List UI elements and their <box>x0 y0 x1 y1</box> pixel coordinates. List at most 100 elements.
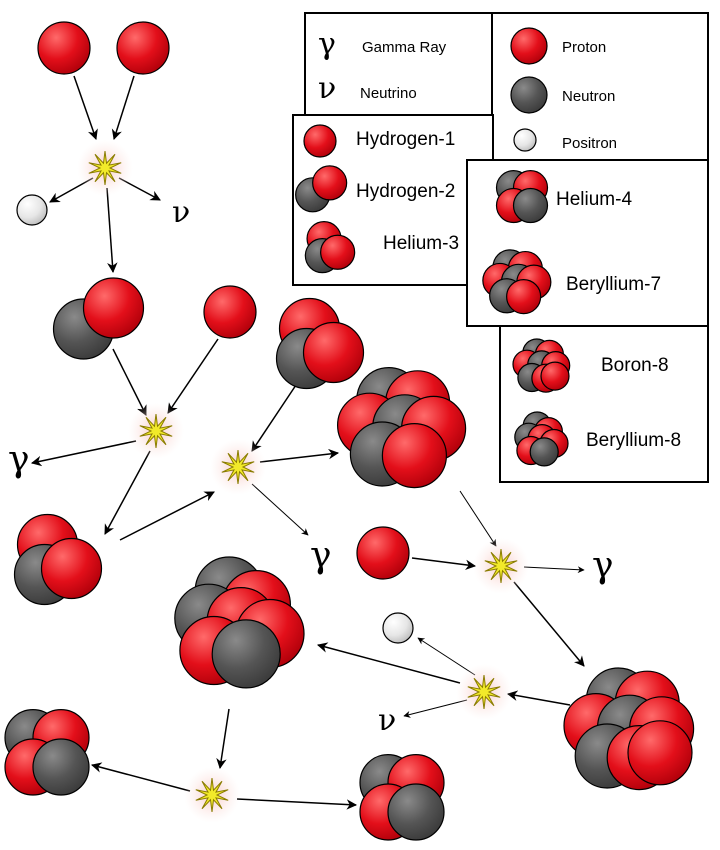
arrow-boron8-to-flash5 <box>506 690 571 706</box>
proton-input-a <box>37 21 91 75</box>
flash-star <box>221 449 255 485</box>
proton <box>37 21 91 75</box>
legend-beryllium8 <box>514 411 569 467</box>
legend-helium4-label: Helium-4 <box>556 189 632 210</box>
arrow-flash4-to-gamma <box>523 566 585 574</box>
arrow-beryllium8-to-flash6 <box>216 708 230 770</box>
legend-helium3 <box>304 221 356 274</box>
fusion-flash-2 <box>128 403 184 459</box>
proton <box>381 423 447 489</box>
proton <box>116 21 170 75</box>
legend-beryllium7 <box>482 249 552 315</box>
beryllium8-product <box>174 556 305 689</box>
legend-hydrogen1-label: Hydrogen-1 <box>356 129 455 150</box>
arrow-flash6-to-helium4-left <box>90 762 191 792</box>
legend-box-symbols <box>304 12 493 116</box>
proton <box>320 234 356 270</box>
neutron <box>211 619 281 689</box>
flash-star <box>484 548 518 584</box>
arrow-flash5-to-positron <box>417 637 476 676</box>
arrow-flash3-to-gamma <box>251 483 309 536</box>
diagram-symbols: ν γ γ γ ν <box>8 195 614 738</box>
gamma-symbol-right: γ <box>592 545 614 586</box>
legend-helium3-label: Helium-3 <box>383 233 459 254</box>
legend-beryllium7-label: Beryllium-7 <box>566 274 661 295</box>
positron-emitted-2 <box>382 612 414 644</box>
legend-boron8-label: Boron-8 <box>601 355 669 376</box>
legend-hydrogen2 <box>295 165 348 213</box>
legend-neutron-label: Neutron <box>562 88 615 105</box>
arrow-hydrogen2-to-flash2 <box>112 348 147 416</box>
gamma-symbol-left: γ <box>8 439 30 480</box>
hydrogen2-product <box>52 277 145 360</box>
positron <box>382 612 414 644</box>
legend-hydrogen2-label: Hydrogen-2 <box>356 181 455 202</box>
arrow-flash2-to-helium3 <box>104 450 151 535</box>
flash-star <box>88 150 122 186</box>
proton <box>203 285 257 339</box>
proton <box>627 720 693 786</box>
particles <box>4 21 695 841</box>
arrow-flash3-to-beryllium7 <box>259 448 340 463</box>
helium3-product-left <box>13 513 103 606</box>
arrow-flash2-to-gamma <box>30 440 137 467</box>
positron <box>513 128 537 152</box>
fusion-flash-6 <box>184 767 240 823</box>
legend-neutrino-label: Neutrino <box>360 85 417 102</box>
proton <box>40 537 103 600</box>
proton <box>303 124 337 158</box>
proton <box>540 361 570 391</box>
helium3-product-top <box>275 297 365 390</box>
proton-input-c <box>203 285 257 339</box>
flash-star <box>139 413 173 449</box>
fusion-flash-1 <box>77 140 133 196</box>
arrow-flash1-to-hydrogen2 <box>106 187 118 274</box>
helium4-product-right <box>359 753 445 841</box>
arrow-flash5-to-neutrino <box>403 699 468 718</box>
fusion-events <box>77 140 529 823</box>
proton-input-b <box>116 21 170 75</box>
legend-boron8 <box>512 338 571 393</box>
neutron <box>32 738 90 796</box>
proton <box>506 279 542 315</box>
arrow-flash4-to-boron8 <box>513 581 585 667</box>
neutrino-symbol-first: ν <box>172 195 190 230</box>
legend-hydrogen1 <box>303 124 337 158</box>
reaction-arrows <box>30 75 585 810</box>
legend-beryllium8-label: Beryllium-8 <box>586 430 681 451</box>
proton <box>82 277 145 339</box>
arrow-proton-c-to-flash2 <box>167 338 219 414</box>
positron-emitted-1 <box>16 194 48 226</box>
legend-gamma-label: Gamma Ray <box>362 39 447 56</box>
neutron <box>529 437 559 467</box>
legend-positron-label: Positron <box>562 135 617 152</box>
legend-helium4 <box>495 170 549 224</box>
legend-neutrino-symbol: ν <box>318 71 336 106</box>
arrow-proton-a-to-flash <box>73 75 98 140</box>
flash-star <box>467 674 501 710</box>
arrow-beryllium7-to-flash4 <box>459 490 497 547</box>
legend-positron <box>513 128 537 152</box>
legend-proton <box>510 27 548 65</box>
neutron <box>512 187 549 224</box>
legend-proton-label: Proton <box>562 39 606 56</box>
fusion-flash-4 <box>473 538 529 594</box>
fusion-flash-5 <box>456 664 512 720</box>
fusion-flash-3 <box>210 439 266 495</box>
proton-input-d <box>356 526 410 580</box>
neutrino-symbol-lower: ν <box>378 703 396 738</box>
arrow-flash5-to-beryllium8 <box>316 642 461 684</box>
legend-gamma-symbol: γ <box>318 27 336 62</box>
beryllium7-product <box>337 367 467 489</box>
neutron <box>387 783 445 841</box>
positron <box>16 194 48 226</box>
arrow-helium3-top-to-flash3 <box>251 384 297 452</box>
boron8-product <box>563 667 695 791</box>
proton <box>302 321 365 384</box>
helium4-product-left <box>4 708 90 796</box>
proton <box>312 165 348 201</box>
proton <box>510 27 548 65</box>
arrow-proton-d-to-flash4 <box>411 557 477 571</box>
